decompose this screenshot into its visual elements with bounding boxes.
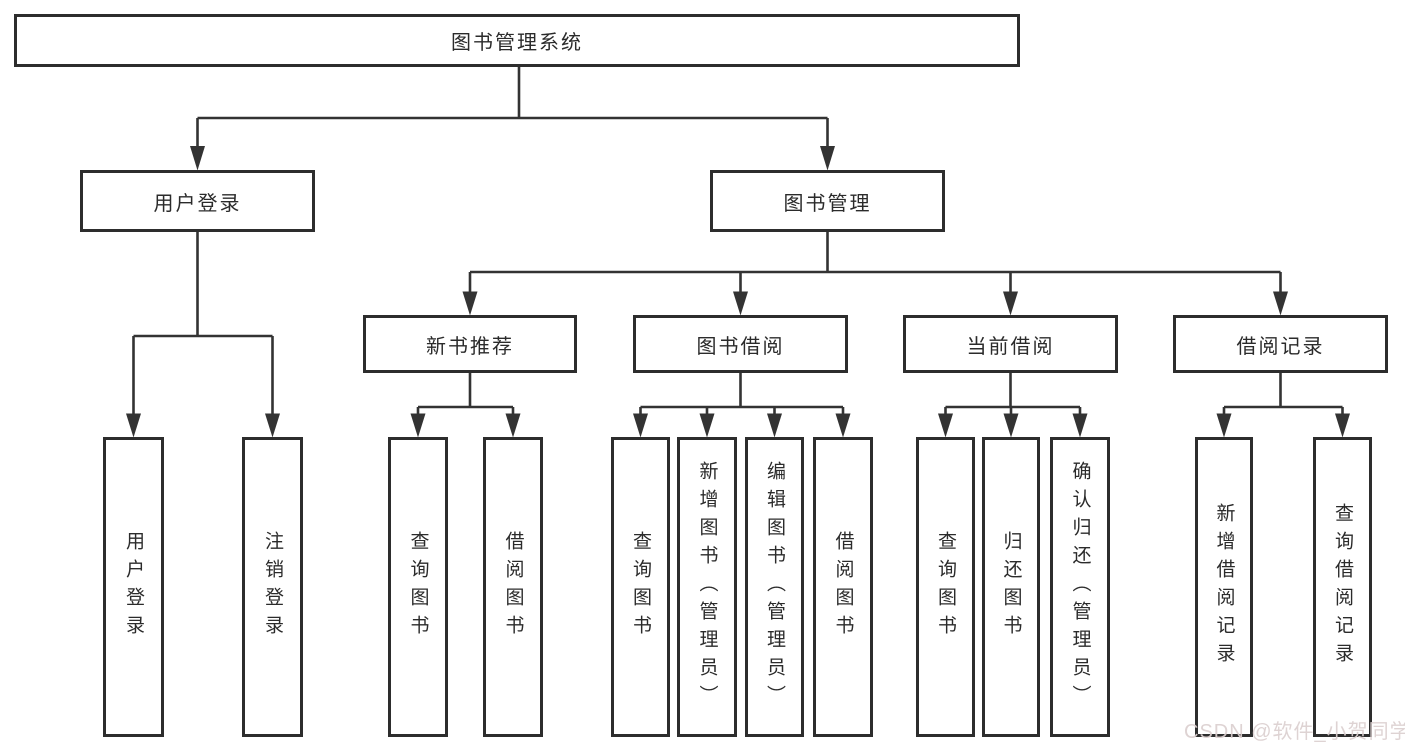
node-cb-confirm-return-admin: 确认归还（管理员） — [1050, 437, 1110, 737]
node-label: 新书推荐 — [426, 335, 514, 358]
node-leaf-user-login: 用户登录 — [103, 437, 164, 737]
edge-new-book-rec-to-leaves — [416, 373, 515, 418]
node-br-add-record: 新增借阅记录 — [1195, 437, 1253, 737]
csdn-watermark: CSDN @软件_小贺同学 — [1184, 721, 1405, 743]
node-label: 查询图书 — [935, 531, 956, 643]
edge-user-login-to-leaves — [132, 232, 274, 418]
node-label: 图书管理系统 — [451, 32, 583, 54]
node-label: 新增借阅记录 — [1213, 503, 1235, 671]
arrowheads — [126, 146, 1350, 438]
node-label: 查询图书 — [407, 531, 429, 643]
node-nbr-borrow-books: 借阅图书 — [483, 437, 543, 737]
node-br-query-record: 查询借阅记录 — [1313, 437, 1372, 737]
node-label: 借阅图书 — [502, 531, 524, 643]
node-user-login: 用户登录 — [80, 170, 315, 232]
node-label: 用户登录 — [123, 531, 144, 643]
node-label: 注销登录 — [262, 531, 283, 643]
node-label: 新增图书（管理员） — [696, 461, 718, 713]
node-book-mgmt: 图书管理 — [710, 170, 945, 232]
node-label: 编辑图书（管理员） — [764, 461, 785, 713]
node-root: 图书管理系统 — [14, 14, 1020, 67]
node-label: 当前借阅 — [966, 335, 1055, 358]
edge-current-borrow-to-leaves — [944, 373, 1082, 418]
node-label: 查询图书 — [630, 531, 651, 643]
node-leaf-logout: 注销登录 — [242, 437, 303, 737]
node-label: 归还图书 — [1000, 531, 1022, 643]
node-borrow-records: 借阅记录 — [1173, 315, 1388, 373]
node-cb-query-books: 查询图书 — [916, 437, 975, 737]
node-label: 查询借阅记录 — [1332, 503, 1353, 671]
node-bb-query-books: 查询图书 — [611, 437, 670, 737]
node-bb-add-books-admin: 新增图书（管理员） — [677, 437, 737, 737]
edge-root-to-level2 — [196, 67, 829, 150]
node-current-borrow: 当前借阅 — [903, 315, 1118, 373]
node-label: 借阅图书 — [832, 531, 854, 643]
node-label: 图书借阅 — [696, 335, 785, 358]
node-new-book-rec: 新书推荐 — [363, 315, 577, 373]
node-label: 用户登录 — [153, 192, 242, 215]
node-label: 借阅记录 — [1236, 335, 1325, 358]
node-book-borrow: 图书借阅 — [633, 315, 848, 373]
node-nbr-query-books: 查询图书 — [388, 437, 448, 737]
node-bb-edit-books-admin: 编辑图书（管理员） — [745, 437, 804, 737]
edge-book-borrow-to-leaves — [639, 373, 845, 418]
node-bb-borrow-books: 借阅图书 — [813, 437, 873, 737]
node-label: 确认归还（管理员） — [1069, 461, 1091, 713]
node-label: 图书管理 — [783, 192, 872, 215]
edge-borrow-records-to-leaves — [1222, 373, 1344, 418]
edge-book-mgmt-to-level3 — [468, 232, 1282, 296]
node-cb-return-books: 归还图书 — [982, 437, 1040, 737]
